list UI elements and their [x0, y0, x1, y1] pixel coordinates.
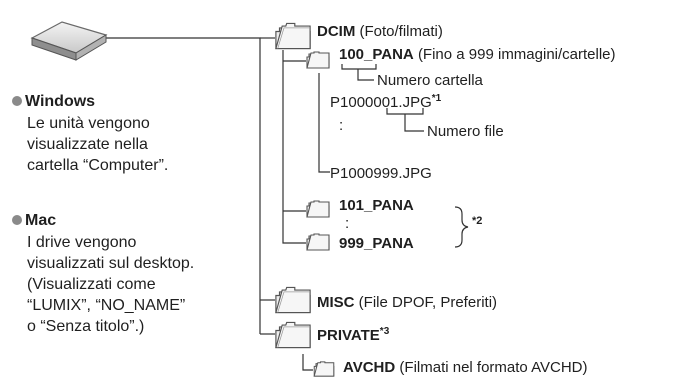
folder-number-annotation: Numero cartella [377, 72, 483, 89]
dcim-folder-label: DCIM (Foto/filmati) [317, 23, 443, 40]
footnote-2-marker: *2 [472, 215, 483, 227]
folder-icon [306, 51, 330, 69]
mac-line: o “Senza titolo”.) [27, 318, 145, 335]
removable-drive-icon [30, 21, 108, 61]
pana101-folder-label: 101_PANA [339, 197, 414, 214]
ellipsis-colon: : [339, 117, 344, 134]
pana999-folder-label: 999_PANA [339, 235, 414, 252]
folder-icon [275, 320, 311, 350]
folder-icon [306, 233, 330, 251]
file-first-label: P1000001.JPG*1 [330, 93, 442, 112]
folder-icon [275, 285, 311, 315]
windows-line: Le unità vengono [27, 115, 150, 132]
windows-line: visualizzate nella [27, 136, 148, 153]
mac-line: “LUMIX”, “NO_NAME” [27, 297, 186, 314]
mac-description: I drive vengono visualizzati sul desktop… [27, 232, 194, 337]
mac-line: (Visualizzati come [27, 276, 156, 293]
mac-heading: Mac [12, 211, 56, 230]
folder-icon [306, 200, 330, 218]
windows-line: cartella “Computer”. [27, 157, 169, 174]
folder-icon [313, 361, 335, 377]
pana100-folder-label: 100_PANA (Fino a 999 immagini/cartelle) [339, 46, 616, 63]
misc-folder-label: MISC (File DPOF, Preferiti) [317, 294, 498, 311]
avchd-folder-label: AVCHD (Filmati nel formato AVCHD) [343, 359, 588, 376]
mac-line: I drive vengono [27, 234, 137, 251]
bullet-icon [12, 96, 22, 106]
file-number-annotation: Numero file [427, 123, 504, 140]
bullet-icon [12, 215, 22, 225]
private-folder-label: PRIVATE*3 [317, 326, 390, 345]
file-last-label: P1000999.JPG [330, 165, 432, 182]
ellipsis-colon: : [345, 215, 350, 232]
windows-description: Le unità vengono visualizzate nella cart… [27, 113, 168, 176]
windows-heading: Windows [12, 92, 95, 111]
mac-line: visualizzati sul desktop. [27, 255, 195, 272]
folder-icon [275, 21, 311, 51]
